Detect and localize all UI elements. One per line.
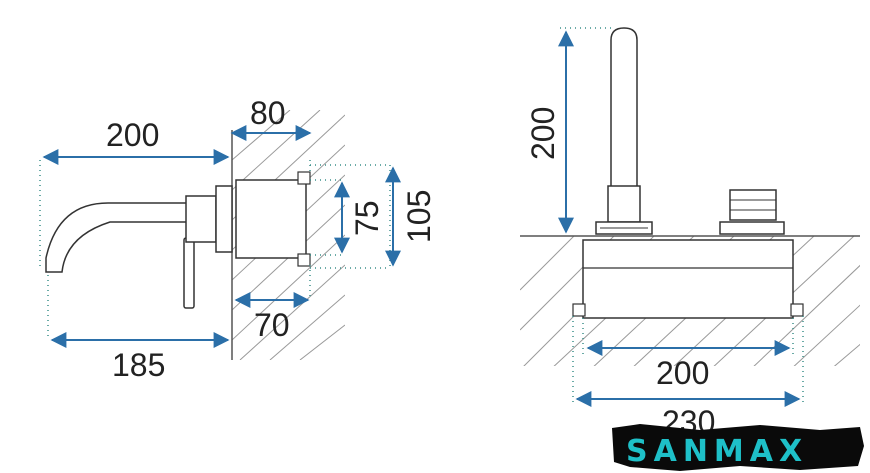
concealed-box	[582, 239, 794, 319]
dim-label-185: 185	[112, 347, 165, 383]
body-tab-top	[297, 171, 311, 185]
dim-label-80: 80	[250, 95, 286, 131]
box-tab-left	[572, 303, 586, 317]
body-tab-bottom	[297, 253, 311, 267]
handle-hub	[185, 195, 217, 243]
left-dimension-arrows	[42, 125, 401, 348]
dim-label-200-left: 200	[106, 117, 159, 153]
control-knob	[729, 189, 777, 221]
right-dimension-arrows	[558, 30, 801, 407]
right-view: 200 200 230	[520, 27, 860, 440]
dim-label-70: 70	[254, 307, 290, 343]
wall-plate	[215, 185, 233, 253]
dim-label-200-vertical: 200	[525, 107, 561, 160]
control-plate	[719, 221, 785, 235]
spout	[45, 202, 189, 273]
box-tab-right	[790, 303, 804, 317]
logo-brush-background	[612, 424, 864, 471]
brand-logo: SANMAX	[612, 424, 864, 471]
left-view: 200 80 70 185 75 105	[39, 95, 437, 383]
dim-label-105: 105	[401, 190, 437, 243]
vertical-spout	[610, 27, 638, 221]
brand-name: SANMAX	[626, 434, 808, 469]
right-extension-lines	[560, 27, 804, 404]
spout-base-ring	[607, 185, 641, 223]
dim-label-75: 75	[349, 200, 385, 236]
handle-lever	[183, 237, 195, 309]
concealed-body	[235, 179, 307, 259]
dim-label-200-horizontal: 200	[656, 355, 709, 391]
left-extension-lines	[39, 160, 391, 340]
